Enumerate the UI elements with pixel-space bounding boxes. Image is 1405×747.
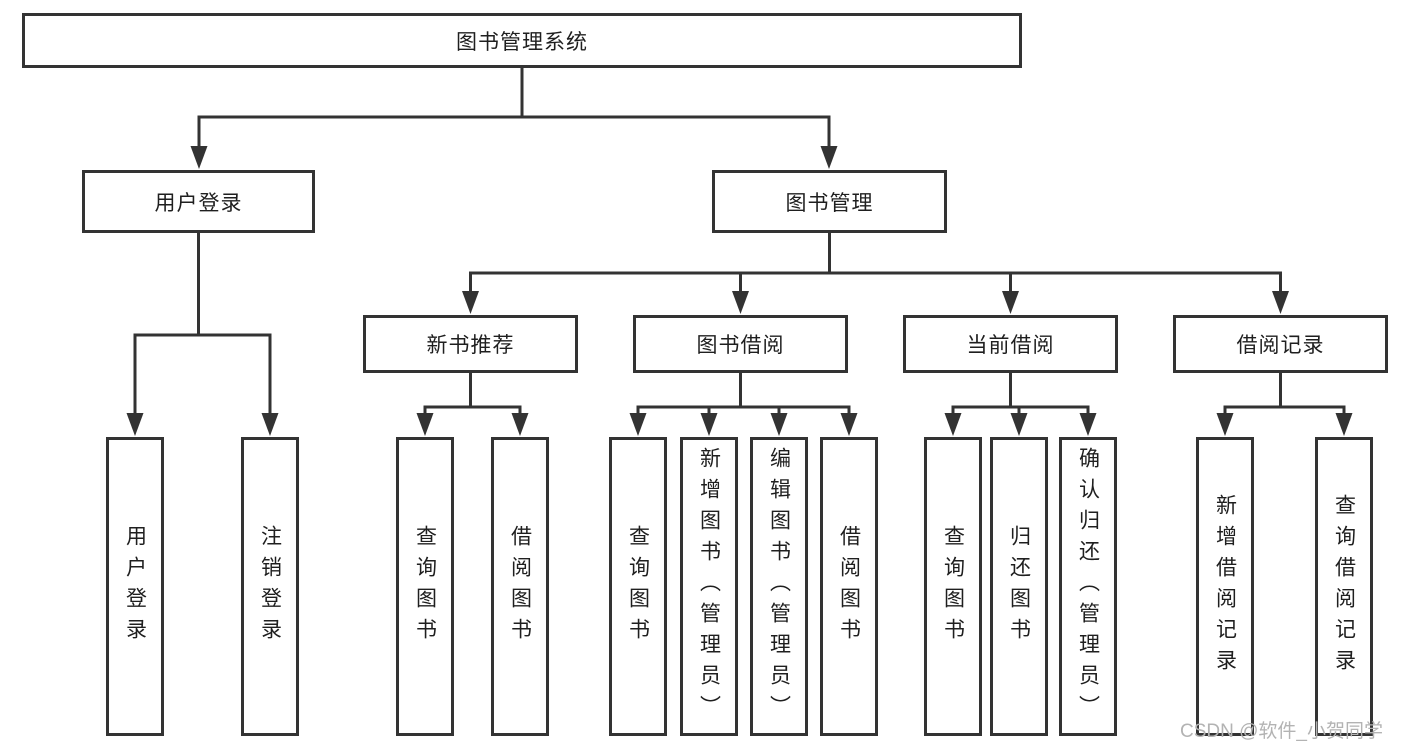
node-leaf-borrow-books-label: 借阅图书 bbox=[837, 524, 861, 649]
node-leaf-borrow-books: 借阅图书 bbox=[820, 437, 878, 736]
node-leaf-borrow-books-recommend-label: 借阅图书 bbox=[508, 524, 532, 649]
connector-current-borrow-children bbox=[951, 373, 1090, 414]
connector-root-to-level2 bbox=[197, 68, 831, 147]
watermark-text: CSDN @软件_小贺同学 bbox=[1180, 721, 1383, 742]
node-leaf-logout-label: 注销登录 bbox=[258, 524, 282, 649]
node-leaf-edit-book-admin-label: 编辑图书（管理员） bbox=[767, 447, 791, 726]
node-leaf-logout: 注销登录 bbox=[241, 437, 299, 736]
node-leaf-query-books-recommend: 查询图书 bbox=[396, 437, 454, 736]
node-library-management-system: 图书管理系统 bbox=[22, 13, 1022, 68]
node-leaf-query-books-current-label: 查询图书 bbox=[941, 524, 965, 649]
node-user-login-label: 用户登录 bbox=[154, 191, 243, 215]
node-user-login: 用户登录 bbox=[82, 170, 315, 233]
node-leaf-query-borrow-record: 查询借阅记录 bbox=[1315, 437, 1373, 736]
connector-user-login-children bbox=[133, 233, 272, 414]
node-leaf-confirm-return-admin-label: 确认归还（管理员） bbox=[1076, 447, 1100, 726]
arrowheads bbox=[126, 146, 1353, 436]
node-library-management-system-label: 图书管理系统 bbox=[456, 30, 588, 54]
node-leaf-query-books-borrow-label: 查询图书 bbox=[626, 524, 650, 649]
node-leaf-query-books-current: 查询图书 bbox=[924, 437, 982, 736]
node-book-borrow-label: 图书借阅 bbox=[696, 334, 785, 357]
node-leaf-query-borrow-record-label: 查询借阅记录 bbox=[1332, 493, 1356, 680]
node-new-book-recommend: 新书推荐 bbox=[363, 315, 578, 373]
node-leaf-add-book-admin-label: 新增图书（管理员） bbox=[697, 447, 721, 726]
node-book-borrow: 图书借阅 bbox=[633, 315, 848, 373]
node-leaf-user-login: 用户登录 bbox=[106, 437, 164, 736]
connector-new-book-recommend-children bbox=[423, 373, 522, 414]
node-current-borrow-label: 当前借阅 bbox=[966, 334, 1055, 357]
node-book-management-label: 图书管理 bbox=[785, 191, 874, 215]
connector-book-borrow-children bbox=[636, 373, 851, 414]
node-book-management: 图书管理 bbox=[712, 170, 947, 233]
node-borrow-records: 借阅记录 bbox=[1173, 315, 1388, 373]
node-leaf-user-login-label: 用户登录 bbox=[123, 524, 147, 649]
node-new-book-recommend-label: 新书推荐 bbox=[426, 334, 515, 357]
node-borrow-records-label: 借阅记录 bbox=[1236, 334, 1325, 357]
connector-borrow-records-children bbox=[1223, 373, 1346, 414]
connector-book-management-children bbox=[469, 233, 1282, 292]
node-leaf-return-book-label: 归还图书 bbox=[1007, 524, 1031, 649]
node-current-borrow: 当前借阅 bbox=[903, 315, 1118, 373]
node-leaf-query-books-borrow: 查询图书 bbox=[609, 437, 667, 736]
node-leaf-add-borrow-record: 新增借阅记录 bbox=[1196, 437, 1254, 736]
node-leaf-add-borrow-record-label: 新增借阅记录 bbox=[1213, 493, 1237, 680]
node-leaf-edit-book-admin: 编辑图书（管理员） bbox=[750, 437, 808, 736]
node-leaf-add-book-admin: 新增图书（管理员） bbox=[680, 437, 738, 736]
node-leaf-confirm-return-admin: 确认归还（管理员） bbox=[1059, 437, 1117, 736]
node-leaf-borrow-books-recommend: 借阅图书 bbox=[491, 437, 549, 736]
node-leaf-return-book: 归还图书 bbox=[990, 437, 1048, 736]
node-leaf-query-books-recommend-label: 查询图书 bbox=[413, 524, 437, 649]
